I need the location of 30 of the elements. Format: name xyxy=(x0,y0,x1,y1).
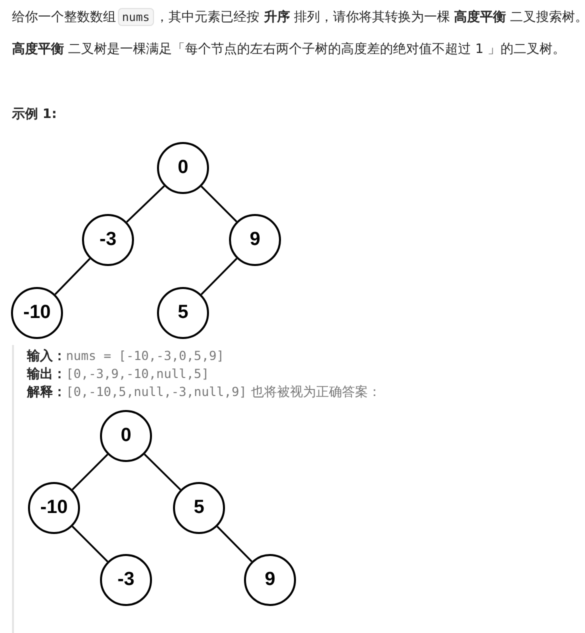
tree-node: 0 xyxy=(157,142,209,194)
example-heading: 示例 1: xyxy=(12,107,57,122)
paragraph-text: ，其中元素已经按 升序 排列，请你将其转换为一棵 高度平衡 二叉搜索树。 xyxy=(156,10,585,25)
field-label: 解释： xyxy=(27,385,66,400)
tree-node: -10 xyxy=(28,482,80,534)
tree-node: -3 xyxy=(82,214,134,266)
tree-edge xyxy=(126,185,165,223)
note-text: 也将被视为正确答案： xyxy=(250,385,381,400)
inline-code: nums xyxy=(118,8,154,26)
code-value: nums = [-10,-3,0,5,9] xyxy=(66,348,224,363)
tree-node: 9 xyxy=(229,214,281,266)
tree-node: 9 xyxy=(244,554,296,606)
tree-edge xyxy=(72,454,108,490)
tree-edge xyxy=(200,186,238,222)
tree-edge xyxy=(72,526,108,562)
code-value: [0,-3,9,-10,null,5] xyxy=(66,366,209,381)
code-value: [0,-10,5,null,-3,null,9] xyxy=(66,384,247,399)
tree-edge xyxy=(54,258,91,295)
field-label: 输入： xyxy=(27,349,66,364)
paragraph-text: 高度平衡 二叉树是一棵满足「每个节点的左右两个子树的高度差的绝对值不超过 1 」的二叉树。 xyxy=(12,42,566,57)
field-label: 输出： xyxy=(27,367,66,382)
tree-node: 0 xyxy=(100,410,152,462)
paragraph-text: 给你一个整数数组 xyxy=(12,10,116,25)
tree-node: 5 xyxy=(173,482,225,534)
tree-node: -3 xyxy=(100,554,152,606)
tree-node: 5 xyxy=(157,287,209,339)
tree-node: -10 xyxy=(11,287,63,339)
tree-edge xyxy=(144,454,182,490)
tree-edge xyxy=(216,526,252,562)
tree-edge xyxy=(200,258,238,296)
